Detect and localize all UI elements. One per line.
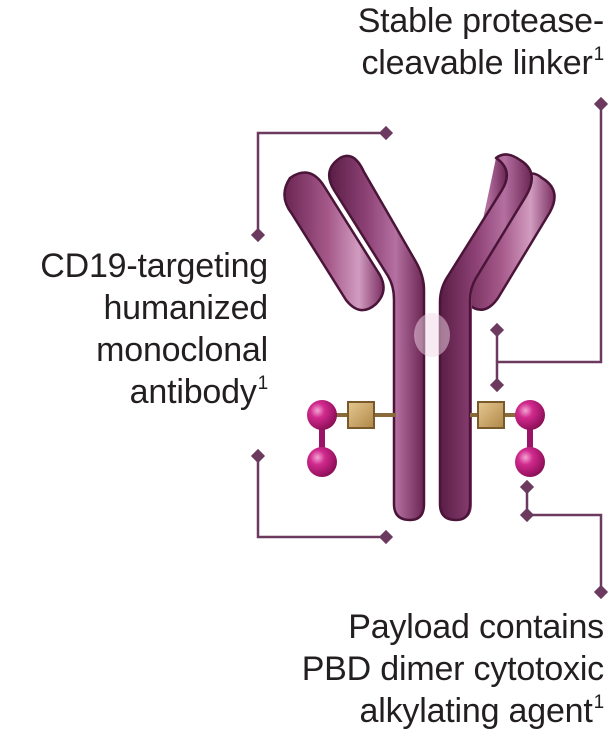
connector-diamond-icon	[489, 377, 505, 393]
label-linker: Stable protease- cleavable linker1	[357, 0, 605, 84]
label-antibody-line-3: monoclonal	[96, 331, 268, 369]
payload-sphere-icon	[515, 447, 545, 477]
right-payload-group	[470, 400, 545, 477]
connector-diamond-icon	[519, 479, 535, 495]
label-antibody-line-4: antibody1	[40, 371, 269, 413]
antibody-light-chain-left	[283, 171, 385, 312]
payload-sphere-icon	[515, 400, 545, 430]
label-payload-line-2: PBD dimer cytotoxic	[301, 650, 604, 688]
connector-payload	[525, 487, 603, 592]
connector-diamond-icon	[593, 584, 609, 600]
connector-lines	[256, 104, 603, 592]
left-payload-group	[307, 400, 396, 477]
connector-diamond-icon	[378, 125, 394, 141]
label-antibody-footnote: 1	[257, 373, 269, 394]
connector-diamond-icon	[250, 227, 266, 243]
connector-antibody-bottom	[256, 456, 386, 539]
linker-square-icon	[347, 401, 375, 429]
label-antibody-line-2: humanized	[103, 289, 268, 327]
label-linker-footnote: 1	[593, 44, 605, 65]
antibody-heavy-chain-right-outline	[438, 153, 533, 522]
antibody-structure-icon	[283, 153, 556, 522]
label-payload-line-3-text: alkylating agent	[359, 692, 593, 730]
connector-diamond-icon	[593, 96, 609, 112]
antibody-heavy-chain-left	[327, 154, 426, 522]
connector-diamond-icon	[250, 448, 266, 464]
label-linker-line-2-text: cleavable linker	[361, 44, 593, 82]
label-payload-footnote: 1	[593, 692, 605, 713]
connector-diamond-icon	[489, 322, 505, 338]
payload-sphere-icon	[307, 447, 337, 477]
antibody-hinge-glow	[414, 313, 450, 357]
payload-sphere-icon	[307, 400, 337, 430]
label-payload-line-1: Payload contains	[348, 608, 604, 646]
label-linker-line-2: cleavable linker1	[358, 42, 604, 84]
connector-linker	[495, 104, 603, 385]
label-antibody-line-4-text: antibody	[129, 373, 257, 411]
label-antibody: CD19-targeting humanized monoclonal anti…	[40, 245, 268, 413]
label-payload: Payload contains PBD dimer cytotoxic alk…	[301, 606, 605, 732]
linker-square-icon	[477, 401, 505, 429]
label-payload-line-3: alkylating agent1	[302, 690, 605, 732]
connector-diamond-icon	[519, 507, 535, 523]
connector-diamond-icon	[378, 529, 394, 545]
connector-antibody-top	[256, 131, 386, 235]
label-antibody-line-1: CD19-targeting	[40, 247, 268, 285]
label-linker-line-1: Stable protease-	[357, 2, 604, 40]
